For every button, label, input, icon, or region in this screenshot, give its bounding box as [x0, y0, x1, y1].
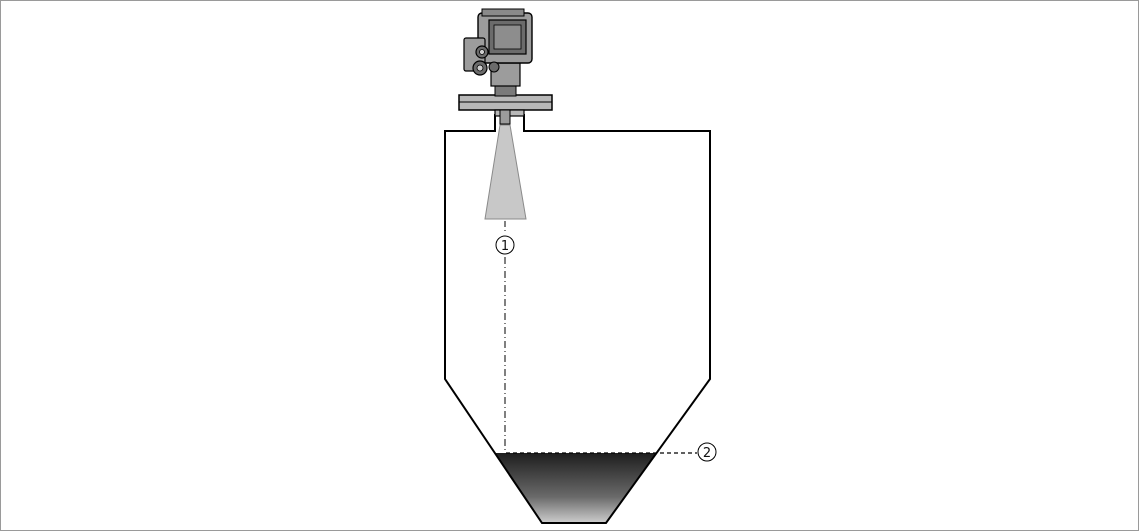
- product-fill: [445, 453, 710, 523]
- callout-2: 2: [697, 442, 717, 462]
- antenna-neck: [499, 109, 511, 125]
- callout-1: 1: [495, 235, 515, 255]
- radar-beam: [484, 124, 527, 220]
- callout-2-label: 2: [703, 446, 711, 461]
- callout-1-label: 1: [501, 239, 509, 254]
- radar-level-transmitter-icon: [463, 8, 533, 97]
